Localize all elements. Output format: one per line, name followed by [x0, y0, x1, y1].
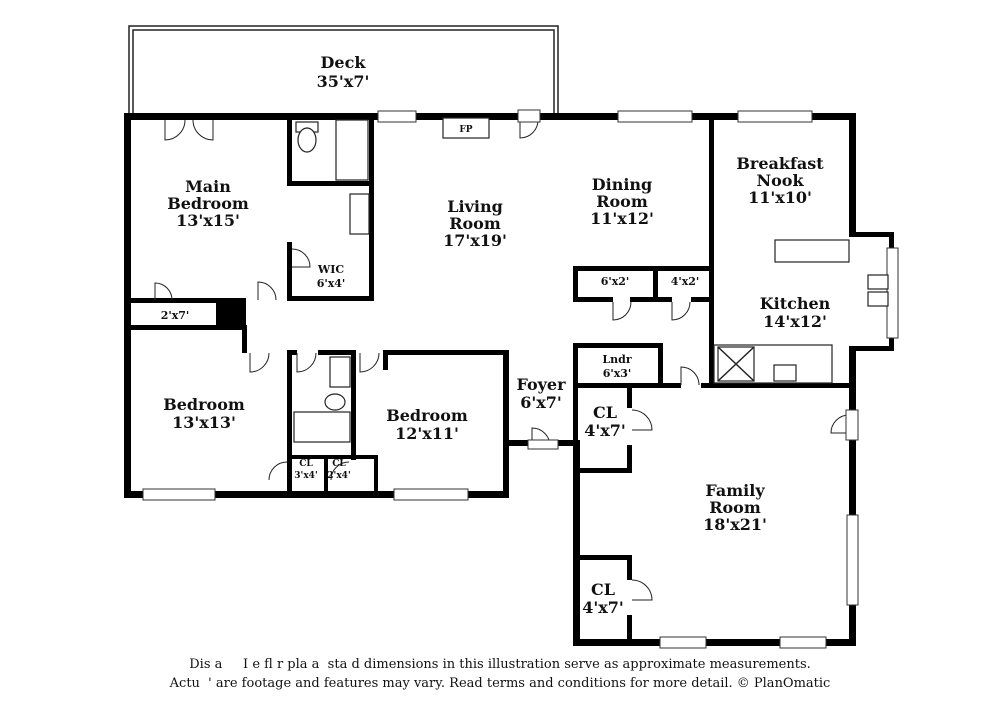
disclaimer-line-2: Actu ' are footage and features may vary…	[169, 676, 831, 691]
family-room-size: 18'x21'	[703, 515, 767, 534]
main-bedroom-size: 13'x15'	[176, 211, 240, 230]
foyer-size: 6'x7'	[520, 393, 562, 412]
main-bedroom-line1: Main	[185, 177, 231, 196]
living-room-line1: Living	[447, 197, 503, 216]
deck-label: Deck	[321, 53, 367, 72]
bedroom-left-label: Bedroom	[163, 395, 245, 414]
closet-family-label: CL	[591, 580, 615, 599]
closet-hall-2-label: CL	[332, 459, 346, 469]
fireplace-label: FP	[459, 125, 472, 135]
bedroom-left-size: 13'x13'	[172, 413, 236, 432]
room-labels: Deck 35'x7' Main Bedroom 13'x15' Living …	[161, 53, 831, 617]
closet-dining-1-size: 6'x2'	[601, 275, 630, 288]
living-room-line2: Room	[449, 214, 501, 233]
dining-room-size: 11'x12'	[590, 209, 654, 228]
bedroom-mid-label: Bedroom	[386, 406, 468, 425]
closet-family-size: 4'x7'	[582, 598, 624, 617]
disclaimer: Dis a I e fl r pla a sta d dimensions in…	[0, 655, 1000, 693]
doors	[154, 109, 859, 601]
closet-foyer-size: 4'x7'	[584, 421, 626, 440]
breakfast-nook-line2: Nook	[756, 171, 804, 190]
deck-outline	[128, 25, 559, 114]
fixtures	[293, 117, 889, 443]
kitchen-size: 14'x12'	[763, 312, 827, 331]
laundry-size: 6'x3'	[603, 367, 632, 380]
breakfast-nook-line1: Breakfast	[736, 154, 824, 173]
family-room-line2: Room	[709, 498, 761, 517]
kitchen-label: Kitchen	[760, 294, 831, 313]
disclaimer-line-1: Dis a I e fl r pla a sta d dimensions in…	[189, 657, 811, 672]
closet-hall-2-size: 2'x4'	[327, 471, 350, 481]
living-room-size: 17'x19'	[443, 231, 507, 250]
deck-size: 35'x7'	[317, 72, 370, 91]
wic-size: 6'x4'	[317, 277, 346, 290]
wic-label: WIC	[317, 263, 344, 276]
bedroom-mid-size: 12'x11'	[395, 424, 459, 443]
closet-dining-2-size: 4'x2'	[671, 275, 700, 288]
windows	[142, 110, 899, 649]
dining-room-line2: Room	[596, 192, 648, 211]
laundry-label: Lndr	[602, 353, 631, 366]
foyer-label: Foyer	[516, 375, 566, 394]
closet-hall-1-size: 3'x4'	[294, 471, 317, 481]
breakfast-nook-size: 11'x10'	[748, 188, 812, 207]
closet-foyer-label: CL	[593, 403, 617, 422]
main-bedroom-line2: Bedroom	[167, 194, 249, 213]
dining-room-line1: Dining	[592, 175, 652, 194]
closet-main-size: 2'x7'	[161, 309, 190, 322]
family-room-line1: Family	[705, 481, 765, 500]
closet-hall-1-label: CL	[299, 459, 313, 469]
